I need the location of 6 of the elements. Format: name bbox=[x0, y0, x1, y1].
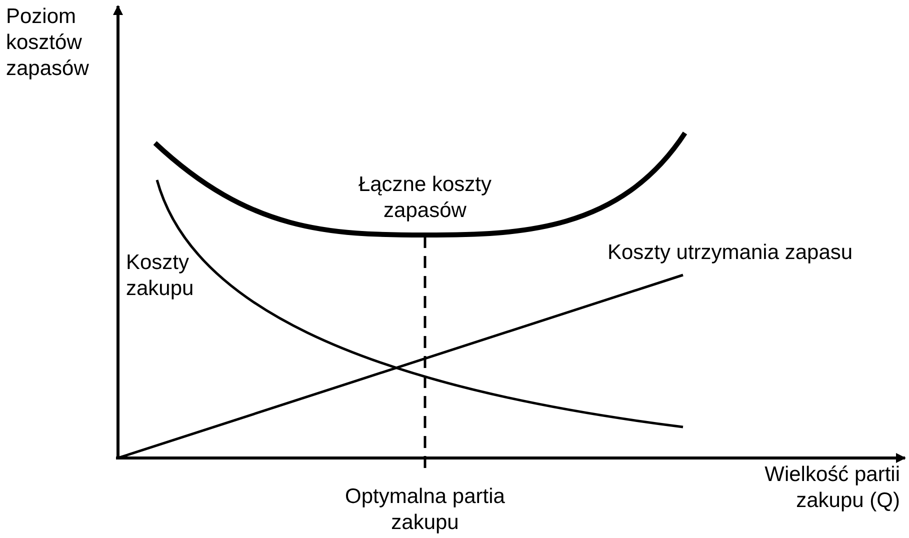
point-label: Optymalna partia zakupu bbox=[344, 484, 506, 536]
axis-label: Wielkość partii zakupu (Q) bbox=[764, 462, 900, 514]
curve-label: Koszty utrzymania zapasu bbox=[606, 240, 854, 266]
curve-label: Koszty zakupu bbox=[126, 250, 195, 302]
axis-label: Poziom kosztów zapasów bbox=[6, 4, 90, 82]
curve-label: Łączne koszty zapasów bbox=[357, 172, 493, 224]
